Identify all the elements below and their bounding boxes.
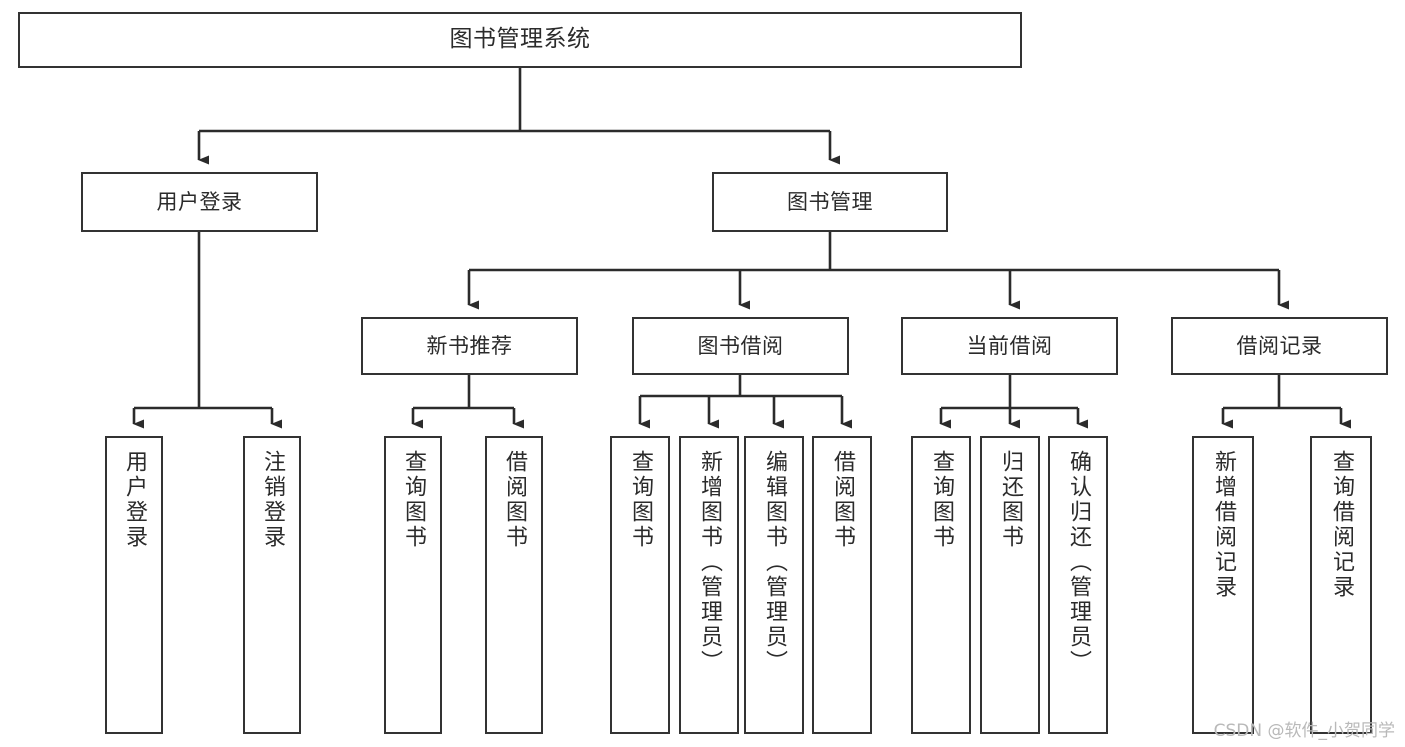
node-label: 当前借阅	[966, 333, 1053, 358]
leaf-borrow-add-book-admin[interactable]: 新增图书（管理员）	[679, 436, 739, 734]
node-label: 用户登录	[122, 450, 147, 550]
node-label: 编辑图书（管理员）	[762, 450, 787, 675]
leaf-recommend-query-book[interactable]: 查询图书	[384, 436, 442, 734]
leaf-recommend-borrow-book[interactable]: 借阅图书	[485, 436, 543, 734]
node-new-book-recommend[interactable]: 新书推荐	[361, 317, 578, 375]
node-label: 借阅记录	[1236, 333, 1323, 358]
node-label: 图书管理系统	[449, 26, 591, 53]
node-label: 注销登录	[260, 450, 285, 550]
leaf-borrow-edit-book-admin[interactable]: 编辑图书（管理员）	[744, 436, 804, 734]
node-root-system[interactable]: 图书管理系统	[18, 12, 1022, 68]
node-label: 查询图书	[628, 450, 653, 550]
node-label: 查询借阅记录	[1329, 450, 1354, 600]
leaf-current-confirm-return-admin[interactable]: 确认归还（管理员）	[1048, 436, 1108, 734]
node-label: 借阅图书	[502, 450, 527, 550]
node-label: 图书借阅	[697, 333, 784, 358]
node-label: 用户登录	[156, 189, 243, 214]
leaf-current-return-book[interactable]: 归还图书	[980, 436, 1040, 734]
node-label: 借阅图书	[830, 450, 855, 550]
node-user-login[interactable]: 用户登录	[81, 172, 318, 232]
leaf-borrow-borrow-book[interactable]: 借阅图书	[812, 436, 872, 734]
node-label: 查询图书	[929, 450, 954, 550]
leaf-user-login-login[interactable]: 用户登录	[105, 436, 163, 734]
node-label: 新增借阅记录	[1211, 450, 1236, 600]
node-label: 查询图书	[401, 450, 426, 550]
leaf-current-query-book[interactable]: 查询图书	[911, 436, 971, 734]
node-current-borrow[interactable]: 当前借阅	[901, 317, 1118, 375]
node-book-borrow[interactable]: 图书借阅	[632, 317, 849, 375]
node-label: 确认归还（管理员）	[1066, 450, 1091, 675]
node-label: 新书推荐	[426, 333, 513, 358]
leaf-record-add-record[interactable]: 新增借阅记录	[1192, 436, 1254, 734]
node-label: 归还图书	[998, 450, 1023, 550]
node-book-management[interactable]: 图书管理	[712, 172, 948, 232]
node-label: 图书管理	[787, 189, 873, 214]
leaf-borrow-query-book[interactable]: 查询图书	[610, 436, 670, 734]
node-borrow-record[interactable]: 借阅记录	[1171, 317, 1388, 375]
node-label: 新增图书（管理员）	[697, 450, 722, 675]
leaf-user-login-logout[interactable]: 注销登录	[243, 436, 301, 734]
leaf-record-query-record[interactable]: 查询借阅记录	[1310, 436, 1372, 734]
